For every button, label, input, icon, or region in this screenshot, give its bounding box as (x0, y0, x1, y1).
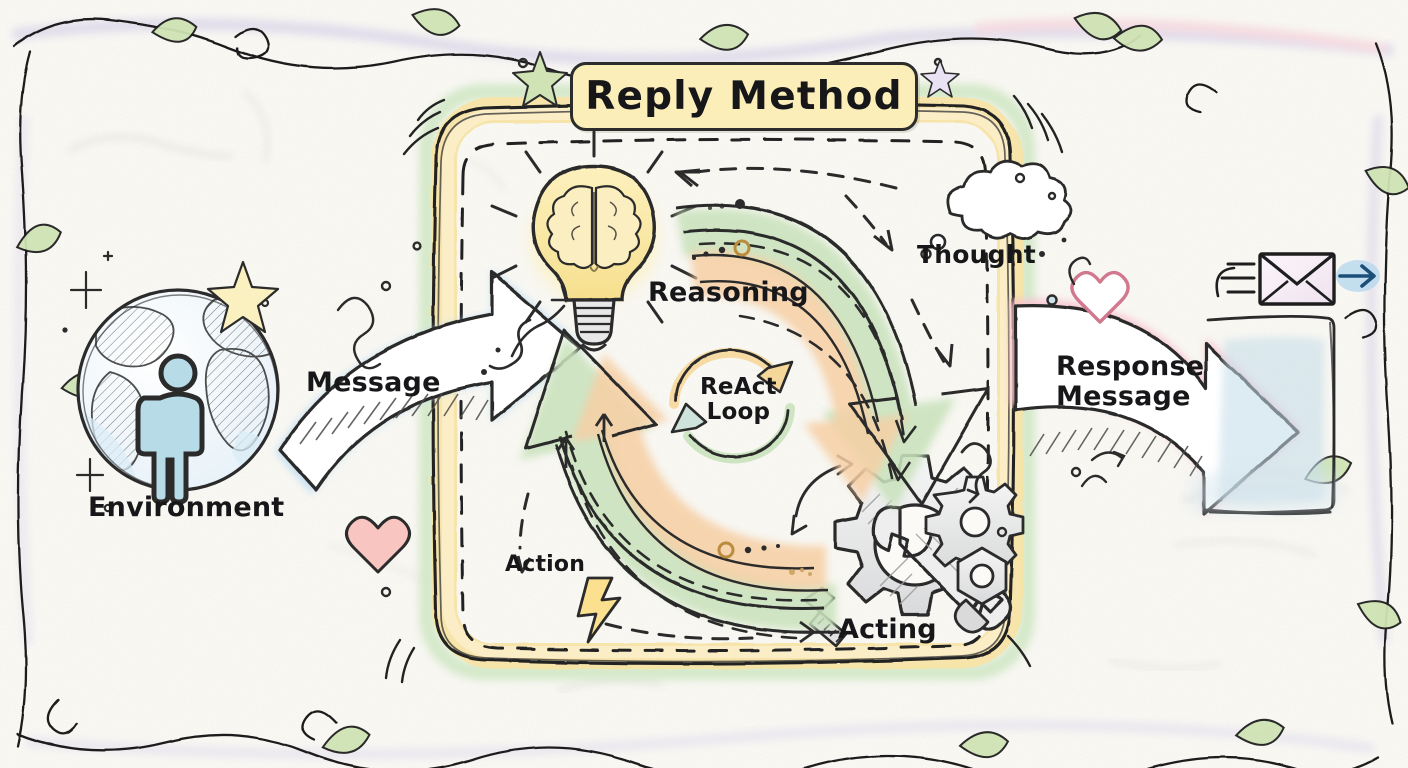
envelope-icon (1258, 252, 1336, 306)
lightning-bolt-icon (576, 576, 622, 644)
title-box: Reply Method (570, 62, 918, 131)
arrow-right-icon (1336, 260, 1380, 292)
node-label-environment: Environment (88, 492, 285, 523)
lightbulb-brain-icon (490, 130, 698, 352)
node-label-react-loop: ReAct Loop (700, 375, 777, 425)
react-loop-line-1: ReAct (700, 374, 777, 400)
action-flow-arrow (520, 328, 841, 644)
thought-bubble-icon (920, 159, 1073, 260)
react-loop-line-2: Loop (706, 398, 771, 425)
page-title: Reply Method (585, 74, 903, 119)
edge-label-action: Action (505, 552, 586, 577)
speed-lines-icon (1220, 262, 1256, 294)
response-message-line-2: Message (1056, 381, 1191, 413)
response-message-line-1: Response (1056, 351, 1205, 382)
globe-person-icon (76, 288, 280, 505)
star-icon (920, 59, 960, 98)
node-label-reasoning: Reasoning (648, 277, 809, 308)
star-icon (206, 260, 280, 334)
screen-panel-icon (1188, 315, 1338, 516)
star-icon (512, 51, 568, 107)
heart-icon (345, 515, 411, 574)
edge-label-message: Message (306, 367, 441, 398)
edge-label-response-message: Response Message (1056, 351, 1205, 413)
node-label-acting: Acting (838, 614, 937, 645)
squiggle-icon (336, 280, 392, 370)
heart-icon (1070, 270, 1130, 324)
edge-label-thought: Thought (917, 240, 1036, 269)
gear-wrench-icon (802, 454, 1025, 648)
thought-flow-arrow (675, 199, 990, 510)
circular-arrows-icon (669, 347, 795, 464)
